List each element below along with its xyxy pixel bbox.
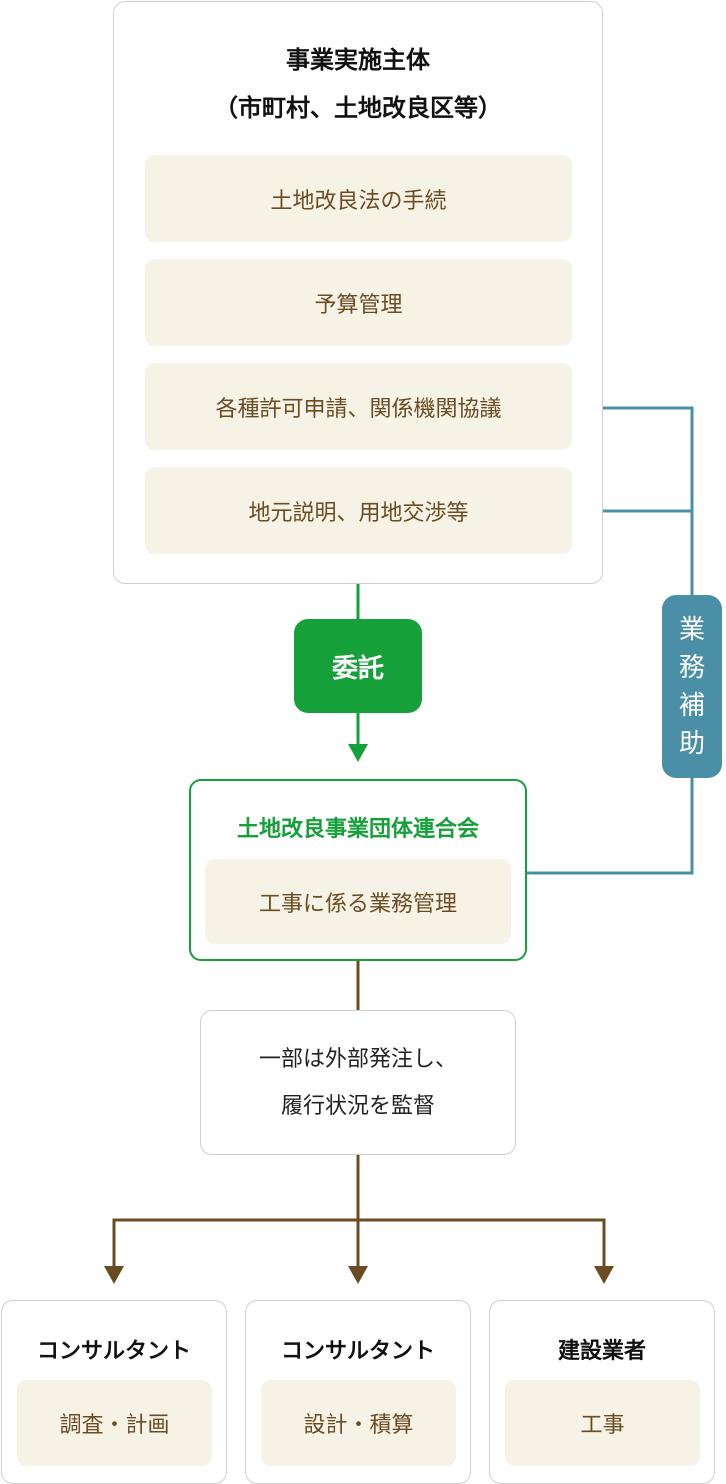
federation-box: 土地改良事業団体連合会 工事に係る業務管理 [189, 779, 527, 961]
support-char: 業 [678, 614, 705, 645]
contractor-task: 工事 [505, 1380, 700, 1466]
contractor-title: コンサルタント [36, 1339, 191, 1364]
task-item: 工事に係る業務管理 [205, 859, 511, 944]
business-support-label: 業務補助 [662, 595, 722, 778]
task-item: 各種許可申請、関係機関協議 [145, 363, 572, 450]
support-char: 補 [678, 690, 705, 721]
federation-title: 土地改良事業団体連合会 [236, 817, 479, 842]
contractor-box: コンサルタント 調査・計画 [1, 1300, 227, 1484]
contractor-title: 建設業者 [557, 1339, 646, 1364]
contractor-box: コンサルタント 設計・積算 [245, 1300, 471, 1484]
entity-title: 事業実施主体 [286, 46, 430, 74]
contractor-task: 調査・計画 [17, 1380, 212, 1466]
contractor-title: コンサルタント [280, 1339, 435, 1364]
entrust-label: 委託 [294, 619, 422, 713]
entity-subtitle: （市町村、土地改良区等） [214, 94, 502, 122]
contractor-box: 建設業者 工事 [489, 1300, 715, 1484]
supervise-line: 一部は外部発注し、 [258, 1046, 457, 1072]
arrow-down-icon [348, 744, 368, 762]
task-item: 地元説明、用地交渉等 [145, 467, 572, 554]
supervise-line: 履行状況を監督 [280, 1093, 435, 1119]
arrow-down-icon [594, 1266, 614, 1284]
contractor-task: 設計・積算 [261, 1380, 456, 1466]
support-char: 務 [678, 652, 705, 683]
arrow-down-icon [348, 1266, 368, 1284]
arrow-down-icon [104, 1266, 124, 1284]
implementing-entity-box: 事業実施主体 （市町村、土地改良区等） 土地改良法の手続 予算管理 各種許可申請… [113, 1, 603, 584]
task-item: 予算管理 [145, 259, 572, 346]
support-char: 助 [678, 728, 705, 759]
task-item: 土地改良法の手続 [145, 155, 572, 242]
supervise-box: 一部は外部発注し、 履行状況を監督 [200, 1010, 516, 1155]
